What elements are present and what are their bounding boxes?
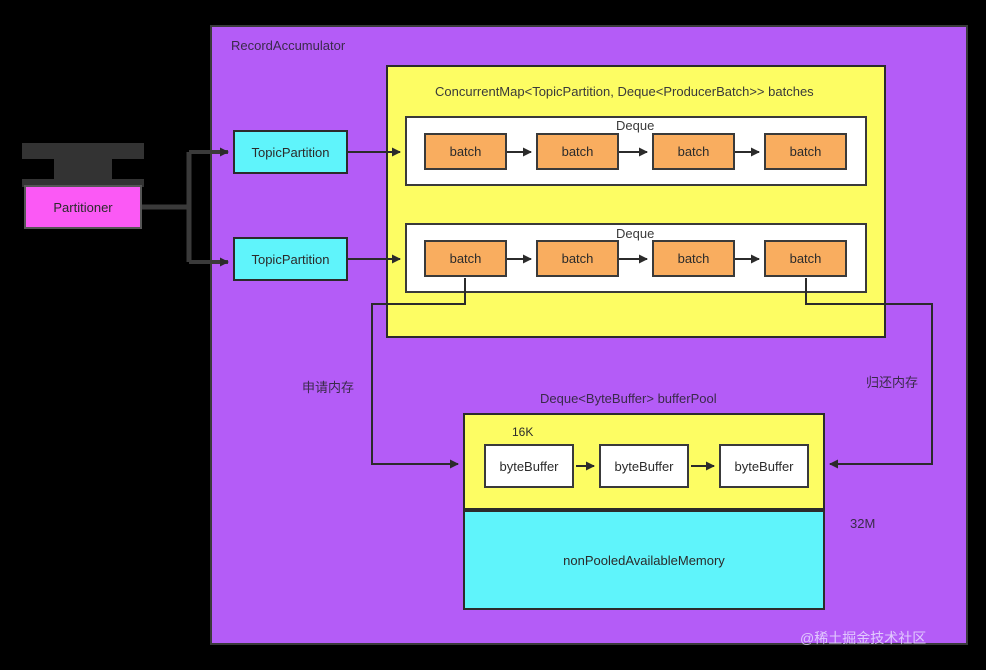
batch-box-1-2: batch [536, 133, 619, 170]
producer-stub-base [22, 179, 144, 187]
allocate-memory-annotation: 申请内存 [302, 380, 355, 395]
partitioner-box: Partitioner [24, 185, 142, 229]
batch-box-2-3: batch [652, 240, 735, 277]
bytebuffer-box-3: byteBuffer [719, 444, 809, 488]
record-accumulator-label: RecordAccumulator [231, 38, 346, 53]
batch-box-2-4: batch [764, 240, 847, 277]
memory-total-label: 32M [850, 516, 876, 531]
producer-stub-top [22, 143, 144, 159]
batch-box-2-1: batch [424, 240, 507, 277]
batch-box-1-1: batch [424, 133, 507, 170]
batch-box-1-3: batch [652, 133, 735, 170]
producer-stub-neck [54, 159, 112, 179]
batches-map-container [386, 65, 886, 338]
deque-label-2: Deque [616, 226, 655, 241]
batch-box-1-4: batch [764, 133, 847, 170]
non-pooled-memory-box: nonPooledAvailableMemory [463, 510, 825, 610]
release-memory-annotation: 归还内存 [866, 375, 919, 390]
topic-partition-box-2: TopicPartition [233, 237, 348, 281]
bytebuffer-box-2: byteBuffer [599, 444, 689, 488]
deque-label-1: Deque [616, 118, 655, 133]
buffer-pool-size-label: 16K [512, 425, 534, 439]
batch-box-2-2: batch [536, 240, 619, 277]
topic-partition-box-1: TopicPartition [233, 130, 348, 174]
bytebuffer-box-1: byteBuffer [484, 444, 574, 488]
watermark: @稀土掘金技术社区 [800, 630, 927, 646]
batches-map-title: ConcurrentMap<TopicPartition, Deque<Prod… [435, 84, 814, 99]
buffer-pool-title: Deque<ByteBuffer> bufferPool [540, 391, 717, 406]
